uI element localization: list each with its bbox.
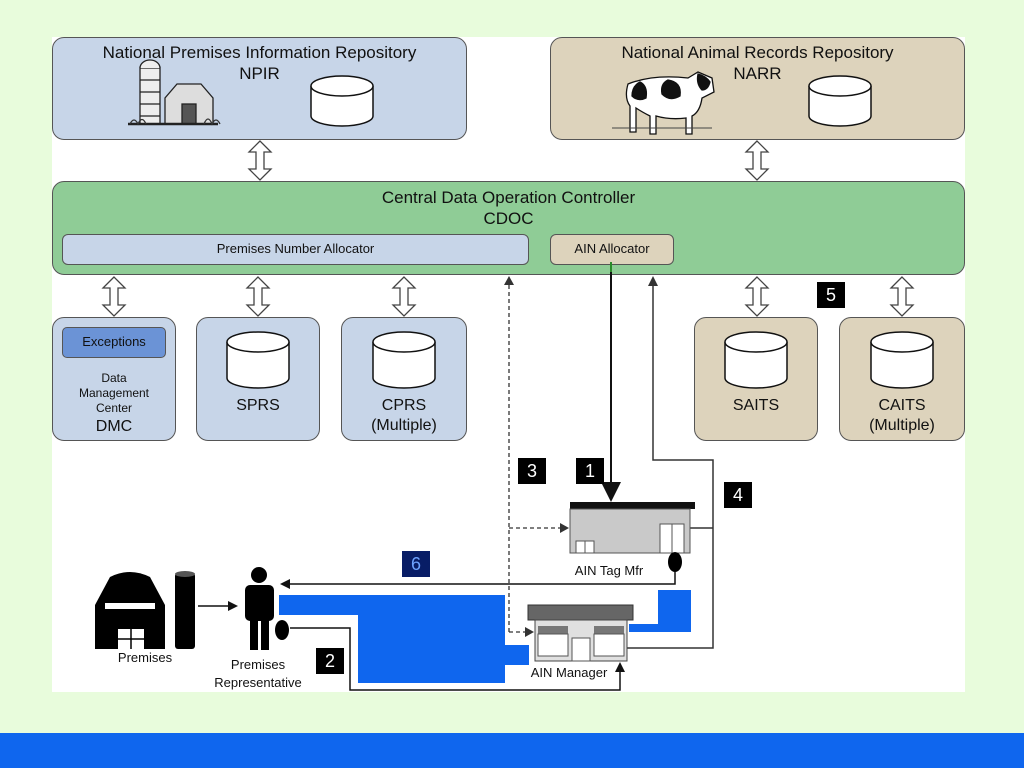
flow-3-arrowhead-manager — [525, 627, 534, 637]
cdoc-abbr: CDOC — [483, 209, 534, 228]
narr-title: National Animal Records Repository — [621, 43, 894, 62]
exceptions-box — [62, 327, 166, 358]
ain-manager-label: AIN Manager — [530, 665, 608, 680]
premises-number-allocator-label: Premises Number Allocator — [216, 241, 375, 256]
sprs-database-icon — [226, 331, 290, 389]
cdoc-title: Central Data Operation Controller — [381, 188, 636, 207]
cprs-database-icon — [372, 331, 436, 389]
premises-number-allocator — [62, 234, 529, 265]
caits-label: CAITS — [878, 397, 926, 414]
flow-6-line — [286, 572, 676, 585]
caits-cdoc-arrow — [889, 276, 915, 317]
blue-ribbon — [279, 590, 691, 683]
dmc-line1: Data — [101, 371, 127, 385]
caits-database-icon — [870, 331, 934, 389]
flow-4-arrowhead — [648, 276, 658, 286]
cow-icon — [612, 71, 715, 135]
premises-label: Premises — [117, 650, 173, 665]
dmc-line2: Management — [78, 386, 150, 400]
saits-database-icon — [724, 331, 788, 389]
premises-to-rep-arrowhead — [228, 601, 238, 611]
double-arrows — [101, 140, 915, 317]
dmc-abbr: DMC — [95, 418, 133, 435]
representative-connector-dot — [275, 620, 289, 640]
representative-line1: Premises — [230, 657, 286, 672]
exceptions-label: Exceptions — [82, 334, 146, 349]
narr-database-icon — [808, 75, 872, 127]
tag-mfr-connector-dot — [668, 552, 682, 572]
cprs-sub: (Multiple) — [371, 417, 437, 434]
representative-line2: Representative — [214, 675, 302, 690]
premises-barn-icon — [95, 571, 195, 649]
flow-2-line — [290, 627, 621, 691]
cprs-label: CPRS — [381, 397, 427, 414]
cprs-cdoc-arrow — [391, 276, 417, 317]
footer-bar — [0, 733, 1024, 768]
ain-tag-mfr-label: AIN Tag Mfr — [574, 563, 644, 578]
dmc-cdoc-arrow — [101, 276, 127, 317]
step-4-badge: 4 — [724, 482, 752, 508]
caits-sub: (Multiple) — [869, 417, 935, 434]
sprs-cdoc-arrow — [245, 276, 271, 317]
npir-abbr: NPIR — [239, 64, 280, 83]
step-6-badge: 6 — [402, 551, 430, 577]
ain-allocator-label: AIN Allocator — [574, 241, 650, 256]
step-3-badge: 3 — [518, 458, 546, 484]
representative-person-icon — [245, 567, 274, 650]
ain-tag-mfr-building — [569, 502, 695, 554]
narr-box — [550, 37, 965, 140]
npir-box — [52, 37, 467, 140]
saits-cdoc-arrow — [744, 276, 770, 317]
flow-3-arrowhead-tagmfr — [560, 523, 569, 533]
step-2-badge: 2 — [316, 648, 344, 674]
dmc-line3: Center — [95, 401, 133, 415]
flow-6-arrowhead — [280, 579, 290, 589]
step-5-badge: 5 — [817, 282, 845, 308]
npir-database-icon — [310, 75, 374, 127]
narr-cdoc-arrow — [744, 140, 770, 181]
sprs-label: SPRS — [236, 397, 280, 414]
saits-label: SAITS — [732, 397, 780, 414]
flow-3-dashed — [508, 278, 563, 633]
npir-title: National Premises Information Repository — [102, 43, 417, 62]
flow-2-arrowhead — [615, 662, 625, 672]
ain-manager-building — [527, 604, 634, 662]
step-1-badge: 1 — [576, 458, 604, 484]
silo-barn-icon — [128, 59, 221, 126]
flow-3-arrowhead-up — [504, 276, 514, 285]
flow-4-line — [627, 280, 714, 649]
npir-cdoc-arrow — [247, 140, 273, 181]
narr-abbr: NARR — [733, 64, 782, 83]
barn-stripe — [105, 603, 155, 609]
